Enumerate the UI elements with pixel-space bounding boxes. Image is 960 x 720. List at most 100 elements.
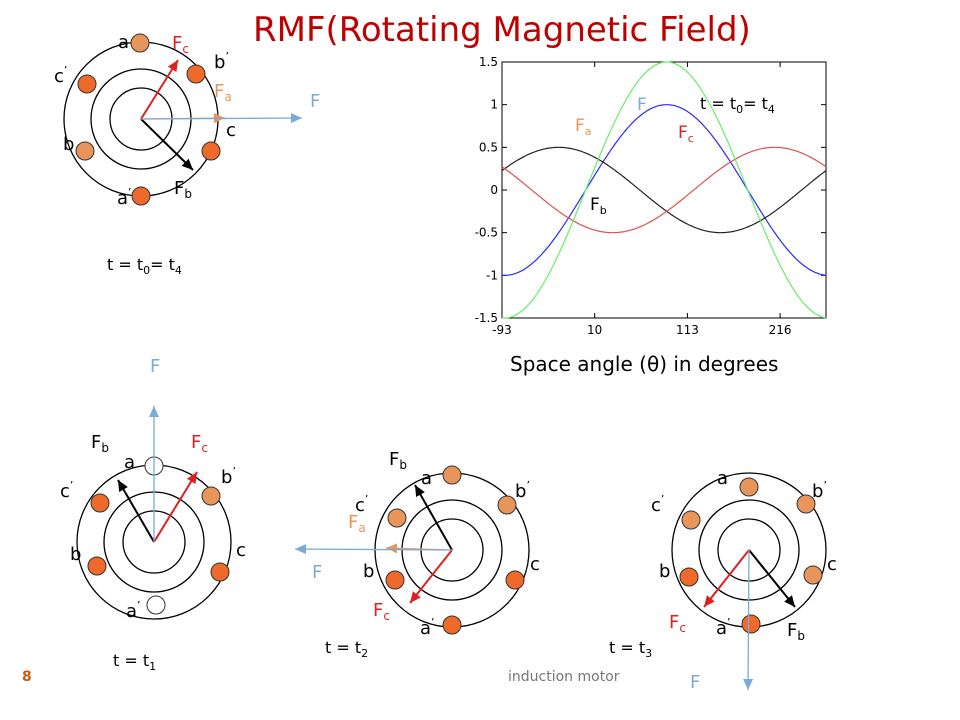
y-tick-label: 0.5	[479, 140, 498, 154]
y-tick-label: -1.5	[475, 311, 498, 325]
series-label-f-main: F	[637, 95, 647, 115]
time-label: t = t3	[609, 638, 652, 660]
winding-label-main: b	[63, 134, 74, 155]
series-label-fa-main: F	[575, 116, 585, 136]
chart-time-annotation: t = t0= t4	[700, 94, 775, 116]
mmf-vector	[409, 549, 453, 604]
coil-marker	[131, 186, 151, 206]
series-label-fa: Fa	[575, 116, 592, 138]
mmf-vector	[414, 484, 453, 551]
series-line-fb	[501, 146, 827, 234]
series-label-fa-sub: a	[585, 125, 592, 138]
mmf-vector	[140, 59, 179, 120]
coil-marker	[130, 33, 150, 53]
winding-label-prime: ’	[365, 493, 369, 506]
mmf-vector-head	[386, 543, 398, 554]
winding-label-main: b	[812, 481, 823, 502]
time-label-part: t = t	[325, 638, 361, 657]
winding-label: c’	[60, 479, 73, 502]
time-label-part: 2	[361, 647, 368, 660]
winding-label-main: c	[226, 120, 236, 141]
winding-label: a	[118, 32, 129, 53]
winding-label: b	[659, 561, 670, 582]
vector-label-f-main: F	[312, 562, 322, 583]
winding-label-prime: ’	[137, 599, 141, 612]
winding-label: c’	[54, 64, 67, 87]
winding-label: b	[70, 544, 81, 565]
vector-label-fa-main: F	[214, 81, 224, 102]
mmf-vector-head	[784, 595, 795, 607]
series-line-fc	[501, 146, 827, 234]
vector-label-fb-sub: b	[184, 187, 192, 201]
winding-label-prime: ’	[526, 479, 530, 492]
chart-time-annotation-part: 0	[736, 103, 743, 116]
y-tick-label: 1.5	[479, 55, 498, 69]
winding-label-prime: ’	[225, 50, 229, 63]
time-label-part: = t	[150, 255, 175, 274]
winding-label: c’	[355, 493, 368, 516]
vector-label-f-main: F	[310, 91, 320, 112]
vector-label-fa: Fa	[214, 81, 232, 104]
coil-marker	[505, 570, 525, 590]
vector-label-fc-sub: c	[182, 42, 189, 56]
series-label-f: F	[637, 95, 647, 115]
winding-label-main: c	[530, 554, 540, 575]
winding-label: a’	[420, 616, 435, 639]
vector-label-fc-main: F	[669, 612, 679, 633]
vector-label-fc: Fc	[669, 612, 686, 635]
winding-label-main: a	[124, 452, 135, 473]
coil-marker	[681, 510, 701, 530]
mmf-vector	[117, 479, 155, 543]
winding-label-prime: ’	[232, 465, 236, 478]
x-tick-label: 216	[769, 323, 792, 337]
vector-label-fb-main: F	[174, 178, 184, 199]
mmf-vector	[703, 549, 750, 608]
winding-label: b	[363, 561, 374, 582]
footer-text: induction motor	[508, 669, 620, 685]
time-label-part: 0	[143, 264, 150, 277]
vector-label-fc: Fc	[373, 600, 390, 623]
vector-label-fc-main: F	[172, 33, 182, 54]
chart-time-annotation-part: = t	[743, 94, 768, 113]
coil-marker	[387, 508, 407, 528]
vector-label-fb: Fb	[174, 178, 192, 201]
mmf-vector-head	[167, 60, 178, 72]
series-label-fb: Fb	[590, 195, 607, 217]
winding-label-prime: ’	[64, 64, 68, 77]
winding-label-main: a	[117, 188, 128, 209]
winding-label-main: b	[70, 544, 81, 565]
coil-marker	[90, 493, 110, 513]
winding-label-main: a	[421, 468, 432, 489]
coil-marker	[803, 565, 823, 585]
coil-marker	[442, 615, 462, 635]
winding-label: b’	[214, 50, 229, 73]
time-label: t = t1	[113, 651, 156, 673]
vector-label-fa: Fa	[348, 512, 366, 535]
coil-marker	[77, 74, 97, 94]
coil-marker	[201, 141, 221, 161]
vector-label-fb-main: F	[787, 620, 797, 641]
winding-label-main: b	[363, 561, 374, 582]
vector-label-fc-sub: c	[679, 621, 686, 635]
winding-label-main: c	[54, 66, 64, 87]
y-tick-label: -0.5	[475, 226, 498, 240]
coil-marker	[87, 556, 107, 576]
vector-label-fc: Fc	[172, 33, 189, 56]
coil-marker	[201, 486, 221, 506]
winding-label-prime: ’	[431, 616, 435, 629]
vector-label-fa-sub: a	[224, 90, 231, 104]
chart-time-annotation-part: 4	[768, 103, 775, 116]
coil-marker	[741, 614, 761, 634]
winding-label-main: c	[236, 540, 246, 561]
winding-label-prime: ’	[661, 493, 665, 506]
page-number: 8	[22, 669, 32, 685]
winding-label-main: c	[355, 495, 365, 516]
winding-label: a	[421, 468, 432, 489]
x-axis-label: Space angle (θ) in degrees	[510, 352, 778, 376]
vector-label-fa-sub: a	[358, 521, 365, 535]
mmf-vector	[140, 117, 303, 120]
vector-label-f: F	[690, 672, 700, 693]
mmf-vector-head	[415, 485, 425, 498]
